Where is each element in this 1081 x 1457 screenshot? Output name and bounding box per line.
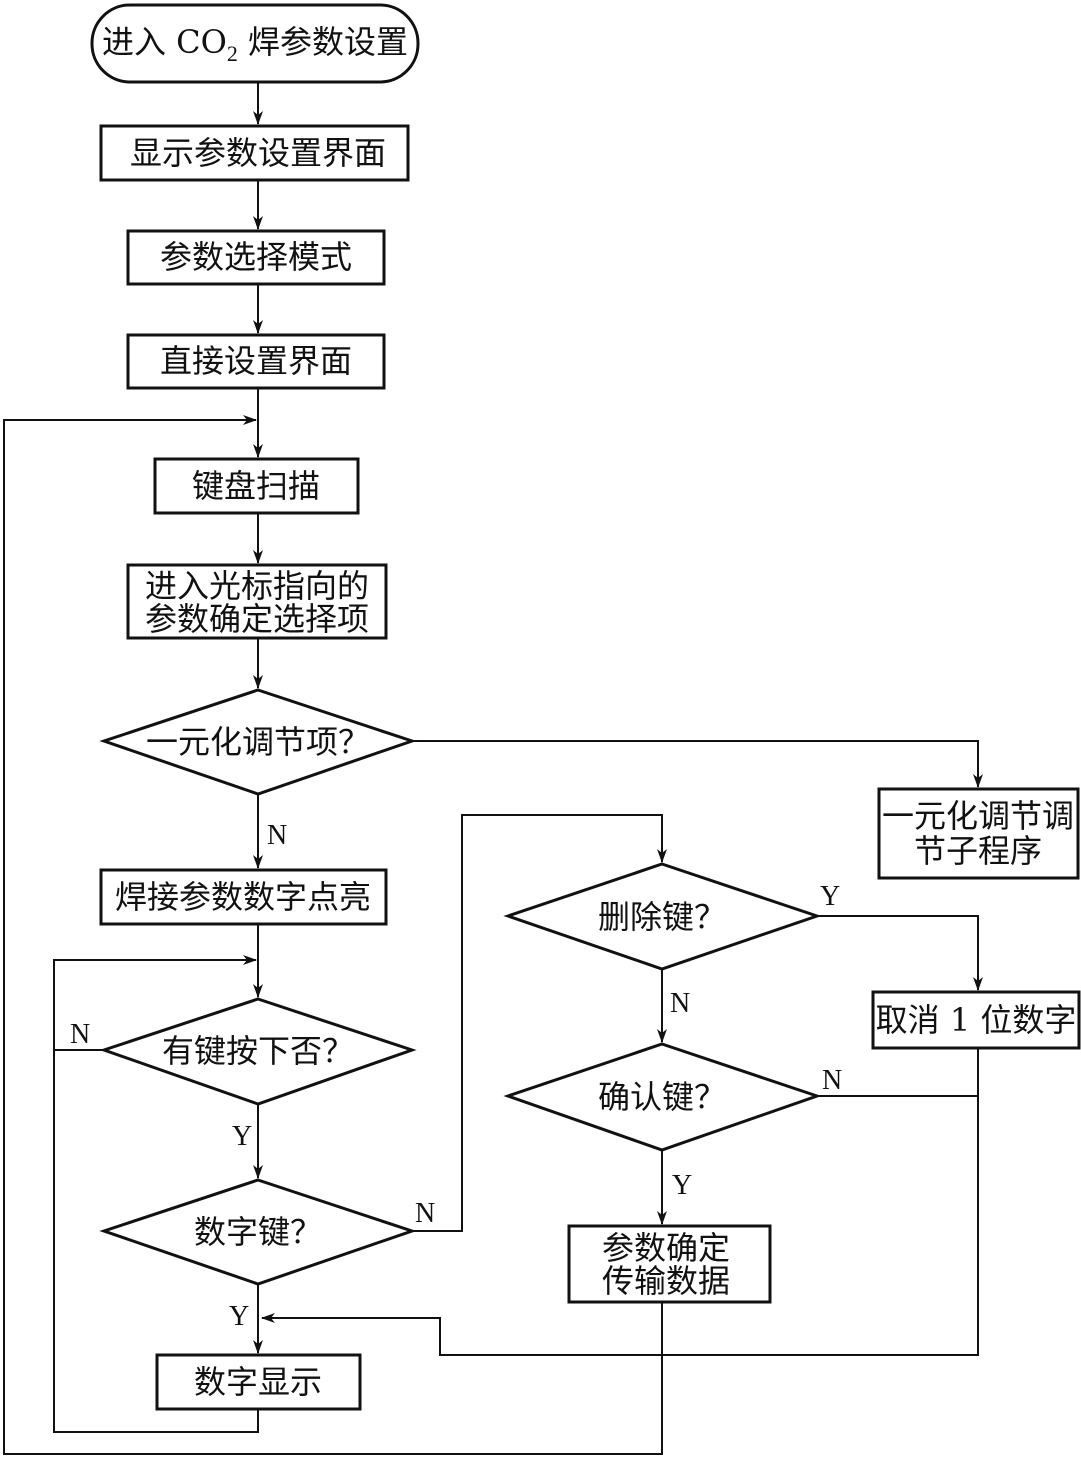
branch-labels: N N Y N Y Y N N Y bbox=[70, 820, 842, 1332]
node-direct-ui: 直接设置界面 bbox=[126, 333, 386, 390]
start-label-sub: 2 bbox=[227, 41, 238, 66]
label-delete-n: N bbox=[670, 988, 690, 1019]
node-key-pressed-q: 有键按下否？ bbox=[99, 997, 417, 1106]
label-key-n: N bbox=[70, 1019, 90, 1050]
arrow-delete-y-to-cancel bbox=[817, 915, 983, 991]
arrow-confirm-back-to-scan bbox=[3, 415, 663, 1455]
node-cancel-digit: 取消 1 位数字 bbox=[871, 990, 1081, 1050]
digit-show-label: 数字显示 bbox=[194, 1363, 322, 1401]
node-unified-q: 一元化调节项？ bbox=[99, 688, 417, 796]
arrow-key-n-loop bbox=[53, 955, 257, 1051]
node-digit-show: 数字显示 bbox=[155, 1353, 362, 1411]
label-confirm-y: Y bbox=[672, 1170, 692, 1201]
node-start: 进入 CO2 焊参数设置 bbox=[90, 3, 420, 84]
node-light-up: 焊接参数数字点亮 bbox=[99, 868, 388, 926]
light-up-label: 焊接参数数字点亮 bbox=[115, 878, 371, 916]
node-confirm-box: 参数确定 传输数据 bbox=[567, 1224, 772, 1304]
node-confirm-q: 确认键？ bbox=[503, 1042, 822, 1152]
unified-sub-line1: 一元化调节调 bbox=[882, 797, 1074, 835]
start-label-post: 焊参数设置 bbox=[238, 23, 408, 61]
node-scan: 键盘扫描 bbox=[153, 457, 360, 515]
label-key-y: Y bbox=[232, 1121, 252, 1152]
arrow-show-loop-back bbox=[53, 1050, 259, 1433]
node-digit-key-q: 数字键？ bbox=[99, 1178, 417, 1286]
label-confirm-n: N bbox=[822, 1065, 842, 1096]
arrow-digit-n-to-delete bbox=[412, 814, 667, 1232]
confirm-box-line2: 传输数据 bbox=[602, 1262, 730, 1300]
node-delete-q: 删除键？ bbox=[503, 862, 822, 971]
label-digit-y: Y bbox=[229, 1301, 249, 1332]
label-digit-n: N bbox=[415, 1198, 435, 1229]
delete-q-label: 删除键？ bbox=[598, 898, 726, 936]
scan-label: 键盘扫描 bbox=[192, 467, 320, 505]
node-enter-item: 进入光标指向的 参数确定选择项 bbox=[126, 563, 388, 640]
unified-sub-line2: 节子程序 bbox=[914, 832, 1042, 870]
label-delete-y: Y bbox=[820, 881, 840, 912]
connectors bbox=[3, 82, 983, 1455]
node-select-mode: 参数选择模式 bbox=[126, 229, 386, 286]
select-mode-label: 参数选择模式 bbox=[160, 238, 352, 276]
direct-ui-label: 直接设置界面 bbox=[160, 342, 352, 380]
confirm-box-line1: 参数确定 bbox=[602, 1229, 730, 1267]
unified-q-label: 一元化调节项？ bbox=[146, 723, 370, 761]
start-label-pre: 进入 CO bbox=[102, 23, 227, 61]
node-show-ui: 显示参数设置界面 bbox=[99, 124, 410, 182]
arrow-cancel-back-to-show bbox=[261, 1048, 979, 1356]
arrow-unified-yes-to-sub bbox=[412, 740, 983, 788]
enter-item-line1: 进入光标指向的 bbox=[145, 567, 369, 605]
enter-item-line2: 参数确定选择项 bbox=[145, 600, 369, 638]
label-unified-n: N bbox=[267, 820, 287, 851]
svg-text:进入 CO2 焊参数设置: 进入 CO2 焊参数设置 bbox=[102, 23, 408, 66]
cancel-digit-label: 取消 1 位数字 bbox=[876, 1001, 1077, 1039]
confirm-q-label: 确认键？ bbox=[598, 1078, 726, 1116]
node-unified-sub: 一元化调节调 节子程序 bbox=[877, 787, 1080, 880]
digit-key-q-label: 数字键？ bbox=[194, 1213, 322, 1251]
show-ui-label: 显示参数设置界面 bbox=[130, 134, 386, 172]
key-pressed-q-label: 有键按下否？ bbox=[162, 1032, 354, 1070]
